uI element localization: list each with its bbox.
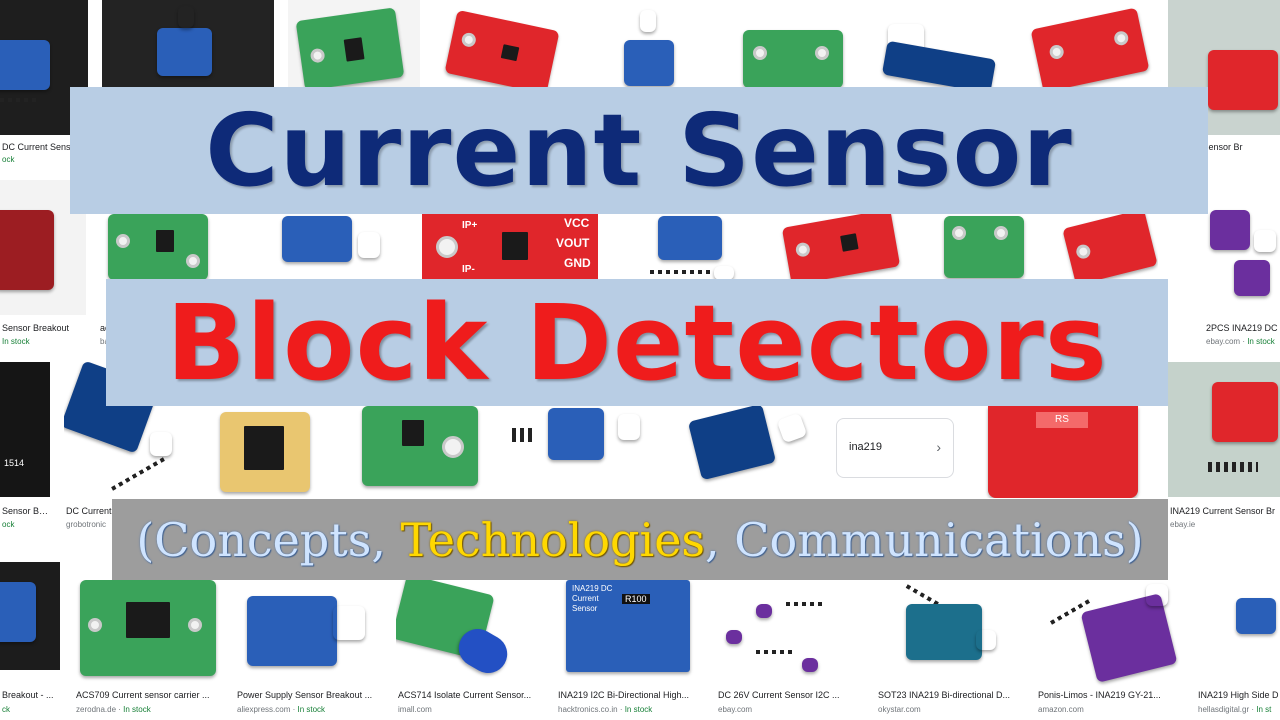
result-tile[interactable] xyxy=(354,406,484,498)
title-line2: Block Detectors xyxy=(166,281,1108,404)
vout-label: VOUT xyxy=(556,236,590,250)
result-tile[interactable]: INA219 Current Sensor Br ebay.ie xyxy=(1168,362,1280,532)
result-tile[interactable] xyxy=(778,214,908,280)
result-tile[interactable]: 1514 Sensor Bre... ock xyxy=(0,362,50,532)
result-tile[interactable] xyxy=(680,406,824,498)
title-banner-line2: Block Detectors xyxy=(106,279,1168,406)
title-banner-line1: Current Sensor xyxy=(70,87,1208,214)
result-tile[interactable]: 2PCS INA219 DC ebay.com · In stock xyxy=(1204,180,1280,350)
result-tile[interactable]: VCC VOUT GND IP+ IP- xyxy=(422,214,598,280)
ina-label: INA219 DC Current Sensor xyxy=(572,584,613,613)
result-tile[interactable]: RS xyxy=(966,406,1154,498)
result-tile[interactable] xyxy=(614,214,764,280)
result-tile[interactable] xyxy=(496,406,666,498)
result-tile[interactable]: Ponis-Limos - INA219 GY-21... amazon.com xyxy=(1036,580,1184,720)
chevron-right-icon: › xyxy=(936,439,941,455)
result-tile[interactable] xyxy=(920,214,1050,280)
result-tile[interactable] xyxy=(874,0,1008,90)
result-tile[interactable] xyxy=(728,0,858,90)
gnd-label: GND xyxy=(564,256,591,270)
result-tile[interactable]: Breakout - ... ck xyxy=(0,562,60,720)
title-line1: Current Sensor xyxy=(205,92,1073,209)
related-search-label: ina219 xyxy=(849,441,883,453)
result-tile[interactable] xyxy=(102,0,274,90)
result-tile[interactable] xyxy=(1022,0,1158,90)
result-tile[interactable] xyxy=(584,0,714,90)
related-search-chip[interactable]: ina219 › xyxy=(836,418,954,478)
ip-minus-label: IP- xyxy=(462,264,475,275)
result-tile[interactable]: SOT23 INA219 Bi-directional D... okystar… xyxy=(876,580,1024,720)
result-tile[interactable]: DC Current Senso ock xyxy=(0,0,88,165)
r100-label: R100 xyxy=(622,594,650,604)
result-tile[interactable]: Power Supply Sensor Breakout ... aliexpr… xyxy=(235,580,385,720)
result-tile[interactable] xyxy=(1062,214,1158,280)
result-tile[interactable] xyxy=(288,0,420,90)
rs-label: RS xyxy=(1036,412,1088,428)
subtitle-highlight: Technologies xyxy=(400,512,706,567)
result-tile[interactable]: ACS709 Current sensor carrier ... zerodn… xyxy=(74,580,222,720)
result-tile[interactable] xyxy=(200,406,340,498)
result-tile[interactable]: ACS714 Isolate Current Sensor... imall.c… xyxy=(396,580,544,720)
subtitle-banner: (Concepts, Technologies, Communications) xyxy=(112,499,1168,580)
vcc-label: VCC xyxy=(564,216,590,230)
result-tile[interactable]: ac ba xyxy=(98,214,228,350)
board-number: 1514 xyxy=(4,458,25,468)
result-tile[interactable]: DC 26V Current Sensor I2C ... ebay.com xyxy=(716,580,862,720)
subtitle: (Concepts, Technologies, Communications) xyxy=(136,512,1144,567)
result-tile[interactable] xyxy=(434,0,570,90)
ip-plus-label: IP+ xyxy=(462,220,478,231)
result-tile[interactable]: INA219 High Side D hellasdigital.gr · In… xyxy=(1196,580,1280,720)
result-tile[interactable] xyxy=(242,214,402,280)
result-tile[interactable]: INA219 DC Current Sensor R100 INA219 I2C… xyxy=(556,580,702,720)
